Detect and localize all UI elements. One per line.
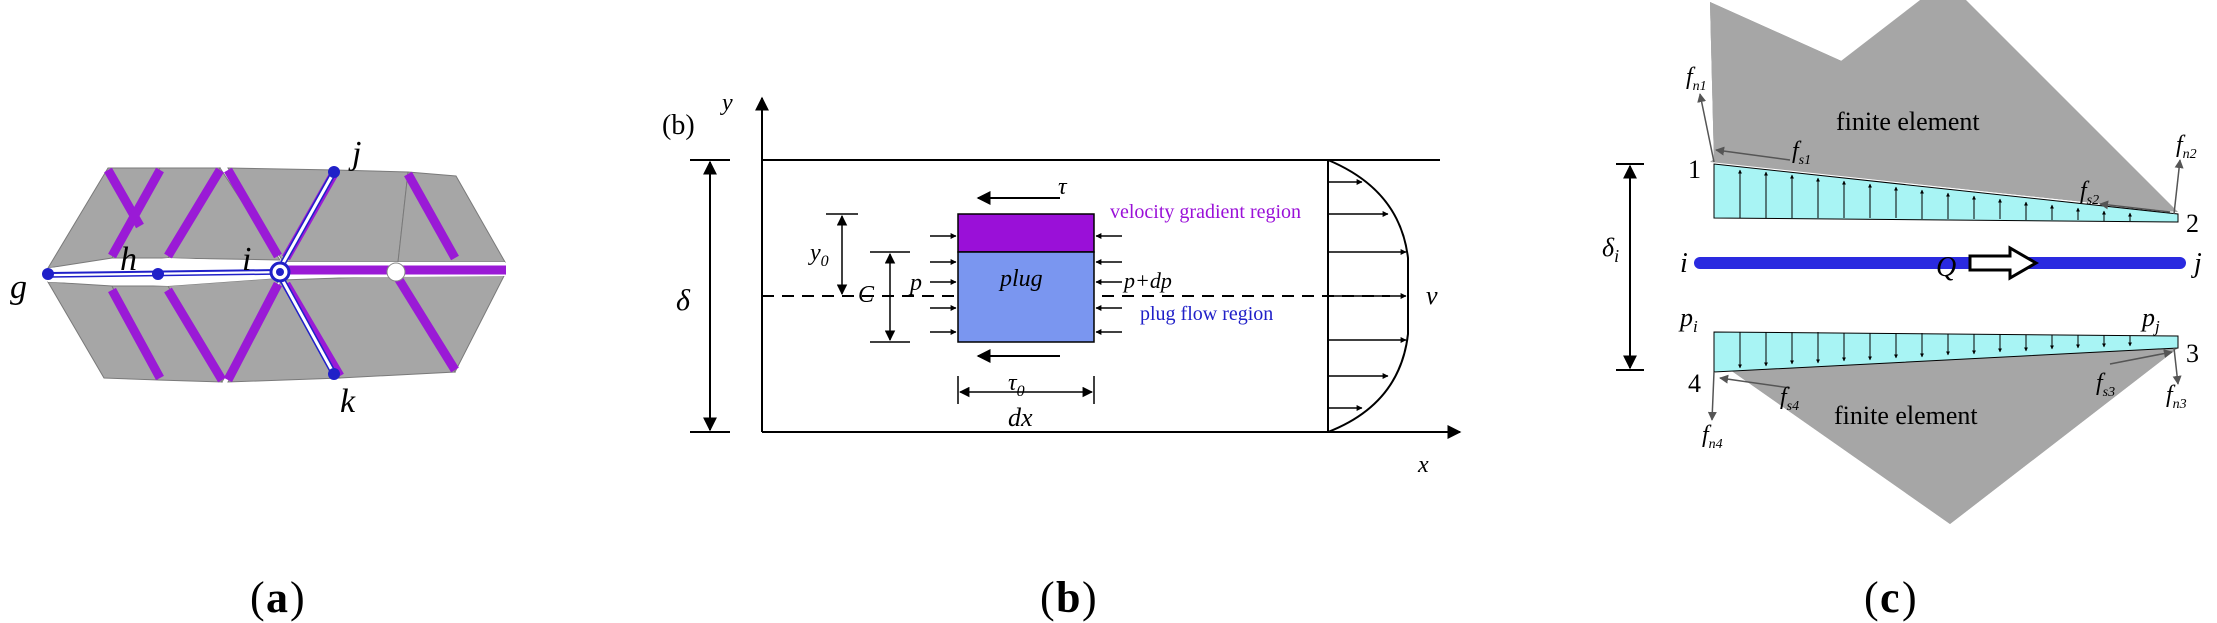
plug-label: plug [998, 266, 1043, 292]
panel-a-flow-path [42, 166, 406, 380]
fracture-segment [224, 281, 282, 383]
label-g: g [10, 269, 27, 306]
finite-element-top-label: finite element [1836, 107, 1980, 136]
fn4-label: fn4 [1702, 422, 1723, 452]
Q-arrow [1968, 245, 2040, 281]
panel-b-caption: ( b ) [1040, 573, 1097, 622]
fs1-label: fs1 [1792, 138, 1811, 168]
fn2-label: fn2 [2176, 132, 2197, 162]
tau-label: τ [1058, 174, 1068, 200]
panel-c-caption: ( c ) [1864, 573, 1917, 622]
label-j: j [348, 135, 361, 172]
plug-region-label: plug flow region [1140, 303, 1273, 325]
fracture-segment [224, 167, 282, 259]
velocity-profile [1327, 159, 1409, 433]
fn2-arrow [2173, 159, 2184, 215]
delta-i-label: δi [1602, 233, 1619, 266]
fs3-arrow [2109, 349, 2173, 365]
fs1-arrow [1715, 146, 1791, 161]
fn4-arrow [1707, 371, 1717, 421]
caption-b-close: ) [1082, 573, 1097, 622]
caption-a-letter: a [266, 573, 288, 622]
fn3-label: fn3 [2166, 382, 2187, 412]
node-j [328, 166, 340, 178]
label-c-j: j [2191, 248, 2202, 279]
panel-a-caption: ( a ) [250, 573, 305, 622]
node-h [152, 268, 164, 280]
x-axis-label: x [1417, 452, 1429, 478]
dx-label: dx [1008, 403, 1033, 432]
fs2-arrow [2099, 200, 2171, 213]
fracture-segment [108, 167, 164, 259]
node-2: 2 [2186, 209, 2199, 238]
caption-a-open: ( [250, 573, 265, 622]
caption-c-close: ) [1902, 573, 1917, 622]
fracture-segment [108, 287, 164, 381]
fn1-arrow [1697, 93, 1715, 163]
caption-a-close: ) [290, 573, 305, 622]
panel-a-labels: g h i j k [10, 135, 361, 420]
y-axis-label: y [720, 90, 733, 116]
p-label: p [908, 270, 922, 296]
velocity-region-label: velocity gradient region [1110, 201, 1301, 223]
node-1: 1 [1688, 155, 1701, 184]
C-label: C [858, 282, 875, 308]
fs4-label: fs4 [1780, 384, 1799, 414]
fracture-segment [164, 287, 226, 383]
Q-label: Q [1936, 252, 1956, 283]
panel-b: (b) y x δ y0 C plug τ τ0 [662, 90, 1462, 478]
aperture-top-arrows [1738, 169, 2132, 221]
node-3: 3 [2186, 339, 2199, 368]
caption-c-open: ( [1864, 573, 1879, 622]
node-g [42, 268, 54, 280]
delta-label: δ [676, 284, 691, 317]
y0-label: y0 [808, 240, 829, 270]
pj-label: pj [2140, 303, 2160, 336]
fracture-segment [394, 275, 459, 373]
fracture-segment [404, 171, 459, 261]
panel-b-tag: (b) [662, 110, 695, 141]
caption-c-letter: c [1880, 573, 1900, 622]
tau0-label: τ0 [1008, 370, 1025, 400]
finite-element-bottom-label: finite element [1834, 401, 1978, 430]
label-k: k [340, 383, 356, 420]
label-c-i: i [1680, 248, 1688, 279]
pi-label: pi [1678, 303, 1698, 336]
caption-b-open: ( [1040, 573, 1055, 622]
panel-c: finite element finite element [1602, 0, 2202, 524]
label-h: h [120, 241, 137, 278]
fn3-arrow [2172, 347, 2182, 385]
fs3-label: fs3 [2096, 370, 2115, 400]
node-k [328, 368, 340, 380]
v-label: v [1426, 281, 1438, 310]
aperture-bottom-arrows [1738, 332, 2132, 369]
fracture-segment [164, 167, 224, 259]
label-i: i [242, 241, 251, 278]
node-4: 4 [1688, 369, 1701, 398]
fs2-label: fs2 [2080, 178, 2099, 208]
fn1-label: fn1 [1686, 64, 1707, 94]
node-right [386, 262, 406, 282]
fs4-arrow [1719, 374, 1791, 389]
p-dp-label: p+dp [1122, 268, 1172, 293]
caption-b-letter: b [1056, 573, 1080, 622]
plug-block [957, 251, 1095, 343]
gradient-layer [957, 213, 1095, 253]
